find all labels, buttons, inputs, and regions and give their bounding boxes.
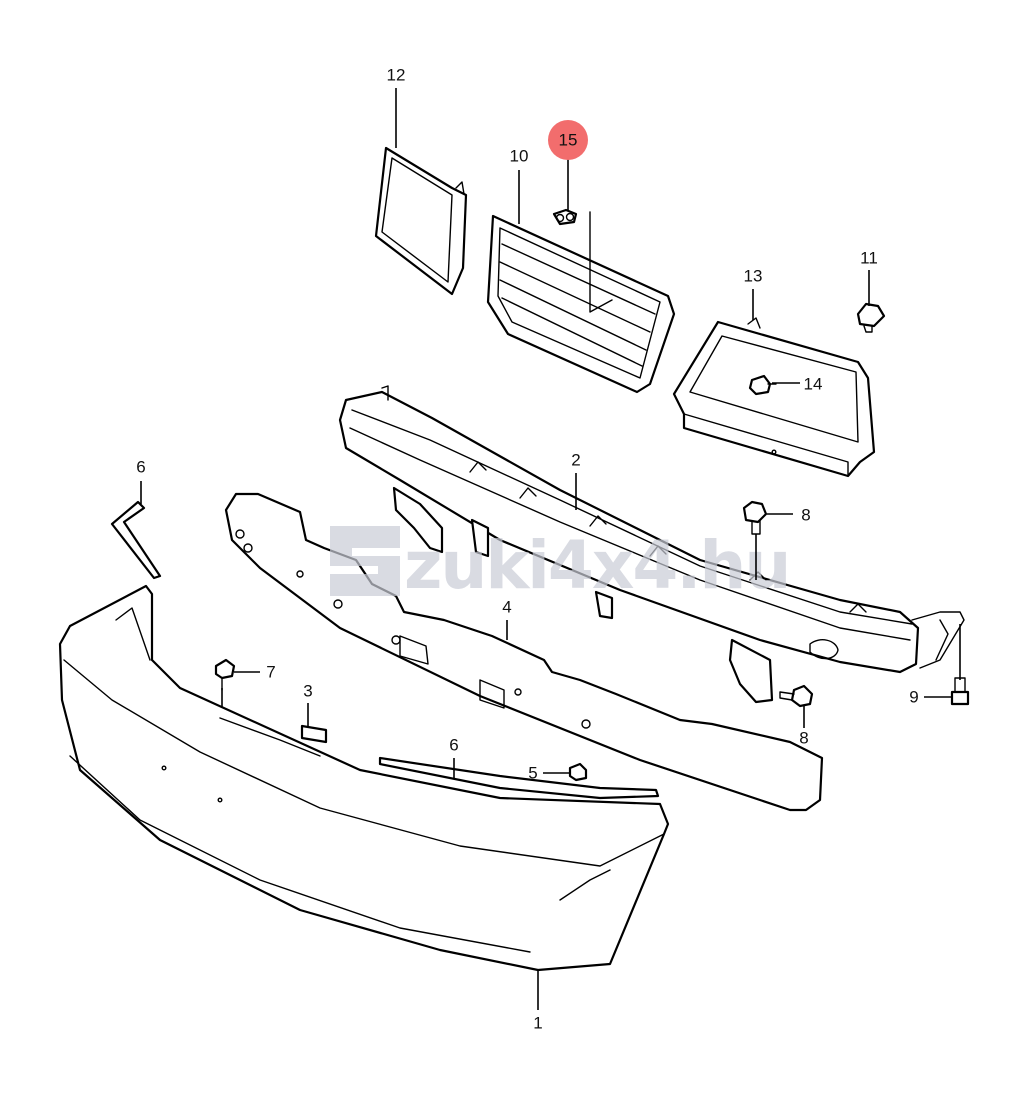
callout-label: 5 bbox=[528, 764, 537, 783]
part-5-nut bbox=[568, 762, 588, 782]
part-11-clip bbox=[856, 302, 886, 333]
callout-label: 1 bbox=[533, 1014, 542, 1033]
callout-9[interactable]: 9 bbox=[909, 688, 918, 707]
watermark: zuki4x4.hu bbox=[330, 526, 791, 604]
callout-6-center[interactable]: 6 bbox=[449, 736, 458, 755]
callout-13[interactable]: 13 bbox=[744, 267, 763, 286]
callout-label: 8 bbox=[801, 506, 810, 525]
callout-3[interactable]: 3 bbox=[303, 682, 312, 701]
callout-label: 15 bbox=[559, 131, 578, 150]
callouts: 12 15 10 11 13 14 2 6 8 4 7 bbox=[136, 66, 918, 1033]
watermark-text: zuki4x4.hu bbox=[404, 527, 789, 604]
part-8-bolt-lower bbox=[779, 684, 814, 708]
callout-label: 4 bbox=[502, 598, 511, 617]
callout-6-left[interactable]: 6 bbox=[136, 458, 145, 477]
callout-5[interactable]: 5 bbox=[528, 764, 537, 783]
callout-label: 3 bbox=[303, 682, 312, 701]
part-8-bolt-upper bbox=[742, 500, 768, 535]
part-10-grille bbox=[486, 211, 676, 394]
callout-15[interactable]: 15 bbox=[548, 120, 588, 160]
callout-highlight-marker bbox=[548, 120, 588, 160]
callout-1[interactable]: 1 bbox=[533, 1014, 542, 1033]
part-6-strip-left bbox=[110, 500, 162, 580]
callout-label: 6 bbox=[136, 458, 145, 477]
part-12-lamp-housing bbox=[374, 146, 468, 296]
callout-label: 9 bbox=[909, 688, 918, 707]
callout-4[interactable]: 4 bbox=[502, 598, 511, 617]
part-3-plate bbox=[300, 724, 328, 744]
callout-label: 6 bbox=[449, 736, 458, 755]
callout-label: 8 bbox=[799, 729, 808, 748]
callout-label: 12 bbox=[387, 66, 406, 85]
part-1-bumper-cover bbox=[58, 584, 670, 972]
callout-2[interactable]: 2 bbox=[571, 451, 580, 470]
callout-10[interactable]: 10 bbox=[510, 147, 529, 166]
callout-14[interactable]: 14 bbox=[804, 375, 823, 394]
callout-11[interactable]: 11 bbox=[860, 249, 878, 268]
part-7-fastener bbox=[214, 658, 236, 691]
part-14-screw bbox=[748, 374, 777, 396]
part-9-bolt bbox=[950, 677, 970, 706]
callout-12[interactable]: 12 bbox=[387, 66, 406, 85]
callout-7[interactable]: 7 bbox=[266, 663, 275, 682]
part-2-reinforcement bbox=[338, 385, 965, 704]
part-15-clip bbox=[552, 208, 578, 226]
watermark-logo-icon bbox=[330, 526, 400, 596]
callout-8-lower[interactable]: 8 bbox=[799, 729, 808, 748]
callout-label: 11 bbox=[860, 249, 878, 268]
callout-label: 14 bbox=[804, 375, 823, 394]
leader-lines bbox=[140, 88, 961, 1010]
callout-label: 7 bbox=[266, 663, 275, 682]
callout-8-upper[interactable]: 8 bbox=[801, 506, 810, 525]
callout-label: 2 bbox=[571, 451, 580, 470]
part-13-lamp-housing bbox=[672, 317, 876, 478]
callout-label: 10 bbox=[510, 147, 529, 166]
callout-label: 13 bbox=[744, 267, 763, 286]
part-6-molding-center bbox=[378, 756, 660, 800]
